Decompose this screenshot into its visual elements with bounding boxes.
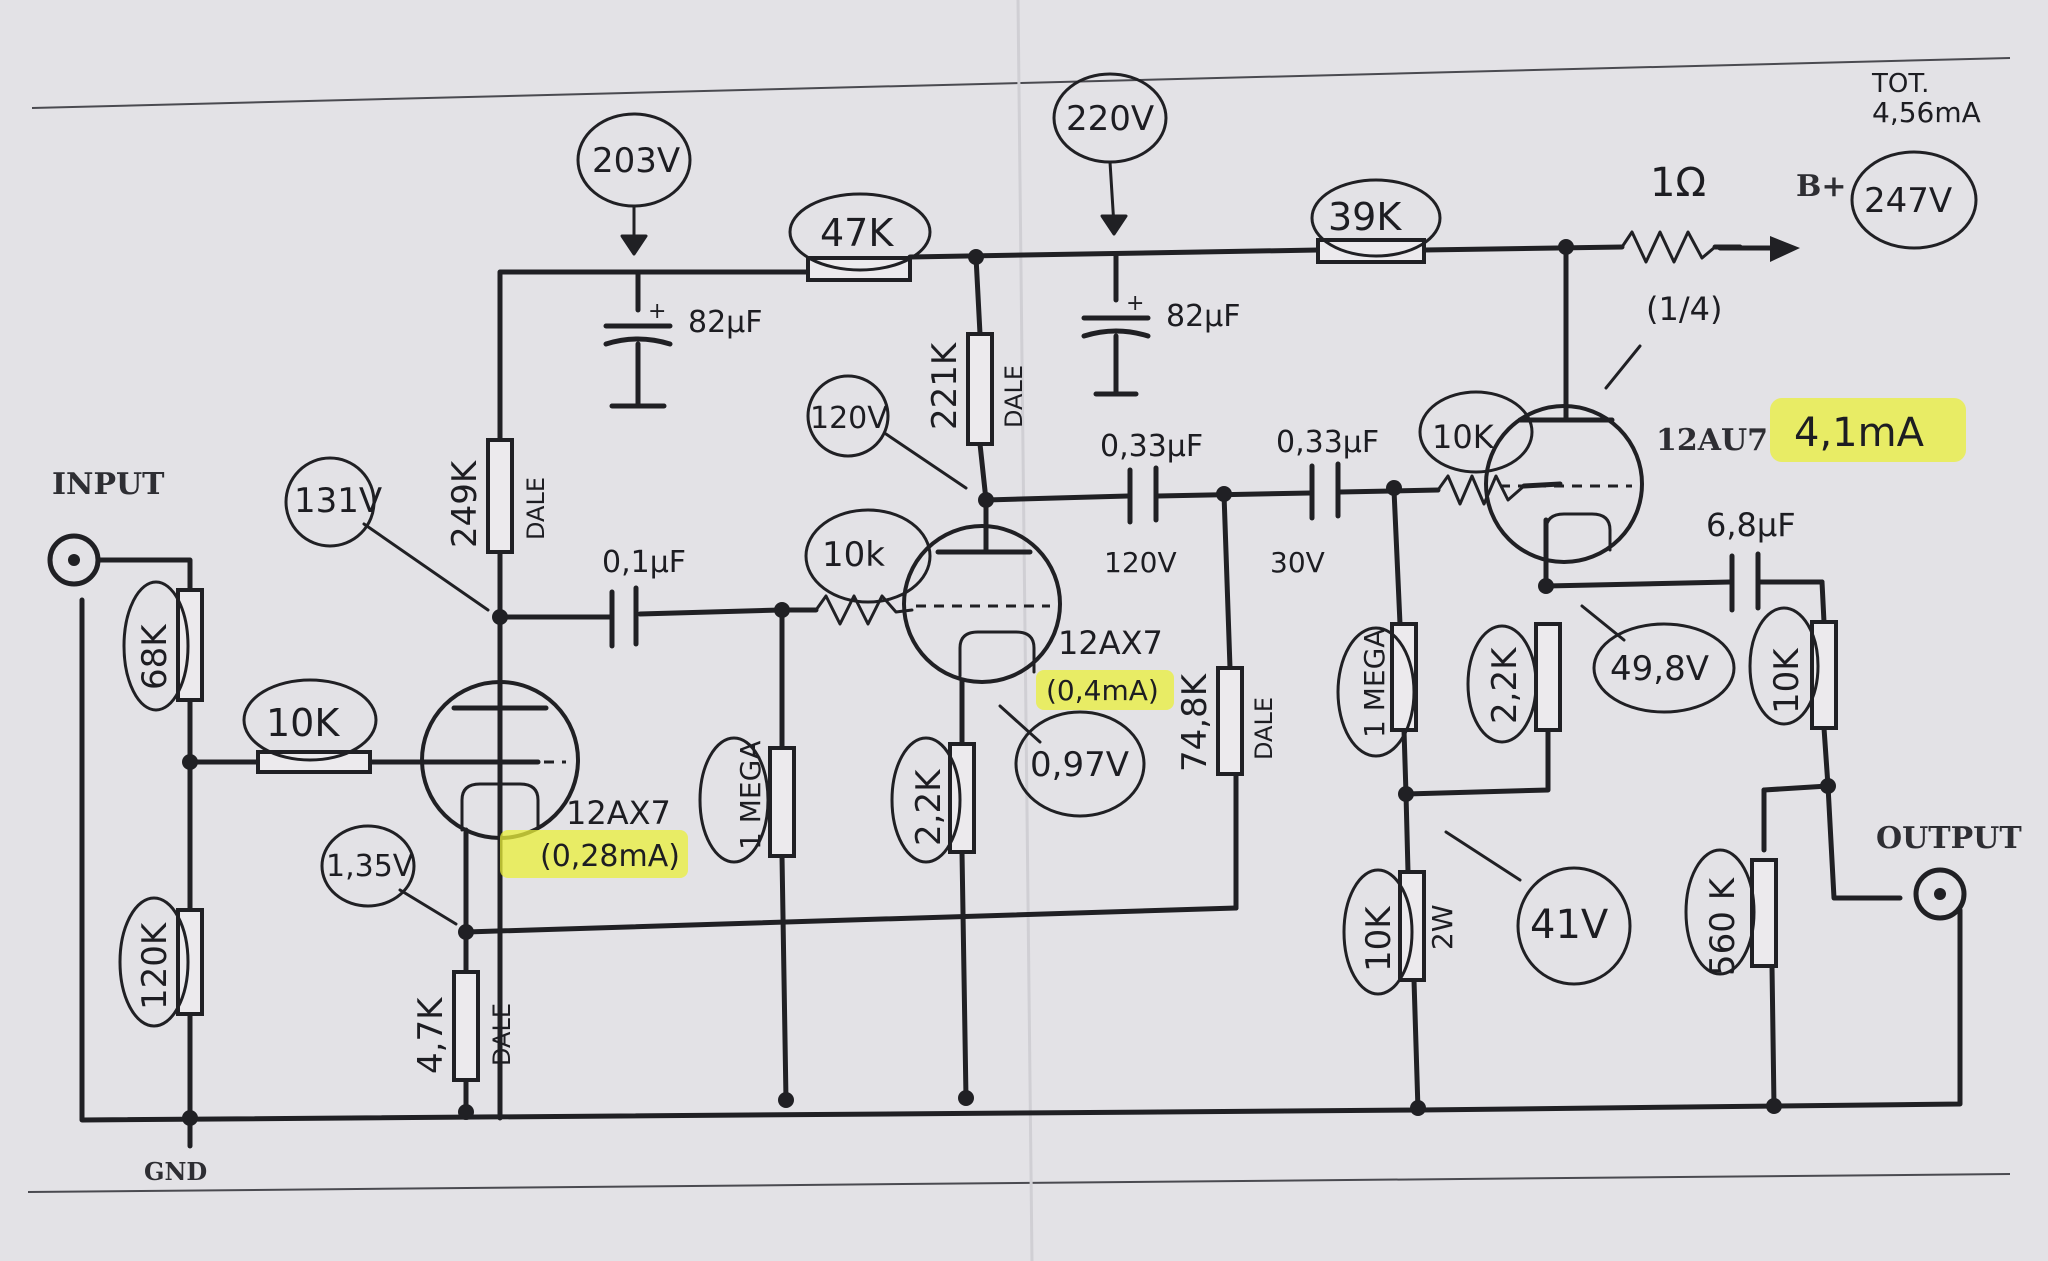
capacitors: + + [603,291,1761,649]
label-0-33uf-a: 0,33µF [1100,429,1203,464]
page-border-bottom [27,1173,2011,1193]
label-39k: 39K [1328,195,1402,239]
input-label: INPUT [52,467,165,502]
label-2k2-a: 2,2K [909,768,949,846]
voltage-1-35v: 1,35V [326,849,414,884]
label-120k: 120K [135,921,175,1010]
label-10k-grid3: 10K [1432,418,1495,456]
voltage-41v: 41V [1530,902,1609,948]
voltage-49-8v: 49,8V [1610,649,1709,689]
resistor-221k [966,332,994,446]
voltage-120v: 120V [810,401,888,436]
label-10k-2w: 10K [1359,905,1399,972]
tot-current: 4,56mA [1872,96,1981,129]
label-6-8uf: 6,8µF [1706,506,1796,544]
resistor-2k2-b [1534,622,1562,732]
label-221k: 221K [925,341,965,430]
voltage-30v: 30V [1270,546,1325,579]
tube-v3-current: 4,1mA [1794,410,1925,456]
tube-v1-current: (0,28mA) [540,839,680,874]
capacitor-out [1729,551,1761,613]
capacitor-filter1: + [603,299,673,409]
bplus-arrow-icon [1770,236,1800,262]
pointer-arrows [362,160,1642,926]
resistor-10k-grid2 [814,594,914,626]
resistor-1mega-a [768,746,796,858]
voltage-120v-arrow: 120V [1104,546,1177,579]
resistor-74k8 [1216,666,1244,776]
voltage-bubbles [118,72,1978,1028]
label-10k-grid1: 10K [266,701,340,745]
svg-text:+: + [1126,291,1144,316]
resistor-249k [486,438,514,554]
output-jack [1913,867,1967,921]
label-0-33uf-b: 0,33µF [1276,425,1379,460]
tot-label: TOT. [1871,69,1929,99]
label-0-1uf: 0,1µF [602,545,686,580]
label-10k-out: 10K [1767,647,1807,714]
label-2w: 2W [1426,905,1459,951]
label-74k8-brand: DALE [1250,697,1278,760]
output-label: OUTPUT [1876,821,2022,856]
voltage-131v: 131V [294,481,382,521]
label-47k: 47K [820,211,894,255]
resistor-4k7 [452,970,480,1082]
label-82uf-b: 82µF [1166,299,1241,334]
resistor-10k-out [1810,620,1838,730]
voltage-247v: 247V [1864,181,1952,221]
input-jack [47,533,101,587]
capacitor-couple2 [1127,465,1159,525]
highlight-v3-current [1770,398,1966,462]
voltage-203v: 203V [592,141,680,181]
tube-v3 [1484,404,1644,564]
label-68k: 68K [135,623,175,690]
junctions [182,239,1836,1126]
tube-v3-type: 12AU7 [1656,423,1768,458]
label-10k-grid2: 10k [822,535,885,575]
capacitor-filter2: + [1081,291,1151,397]
label-4k7-brand: DALE [488,1003,516,1066]
bplus-label: B+ [1796,169,1847,204]
highlight-v1-current [500,830,688,878]
highlight-v2-current [1036,670,1174,710]
resistor-1ohm [1620,230,1717,264]
page-border-top [31,57,2011,109]
voltage-0-97v: 0,97V [1030,745,1129,785]
tube-v1-type: 12AX7 [566,794,671,832]
tube-v2-current: (0,4mA) [1046,674,1159,707]
ground-label: GND [144,1157,207,1186]
label-249k-brand: DALE [522,477,550,540]
label-1mega-b: 1 MEGA [1358,629,1391,738]
resistor-39k [1316,238,1426,264]
label-221k-brand: DALE [1000,365,1028,428]
tube-v2-type: 12AX7 [1058,624,1163,662]
capacitor-couple3 [1309,461,1341,521]
tube-v2 [902,524,1062,684]
label-1-4: (1/4) [1646,290,1722,328]
label-1mega-a: 1 MEGA [734,741,767,850]
label-249k: 249K [445,459,485,548]
voltage-220v: 220V [1066,99,1154,139]
capacitor-couple1 [609,585,639,649]
paper-fold [1016,0,1034,1261]
label-1ohm: 1Ω [1650,160,1706,206]
resistor-10k-grid3 [1436,474,1526,506]
label-74k8: 74,8K [1175,672,1215,772]
label-560k: 560 K [1703,876,1743,976]
svg-text:+: + [648,299,666,324]
label-2k2-b: 2,2K [1485,646,1525,724]
labels: TOT. 4,56mA 203V 220V 247V 131V 120V 1,3… [135,69,1981,1074]
resistor-560k [1750,858,1778,968]
label-4k7: 4,7K [411,996,451,1074]
label-82uf-a: 82µF [688,305,763,340]
